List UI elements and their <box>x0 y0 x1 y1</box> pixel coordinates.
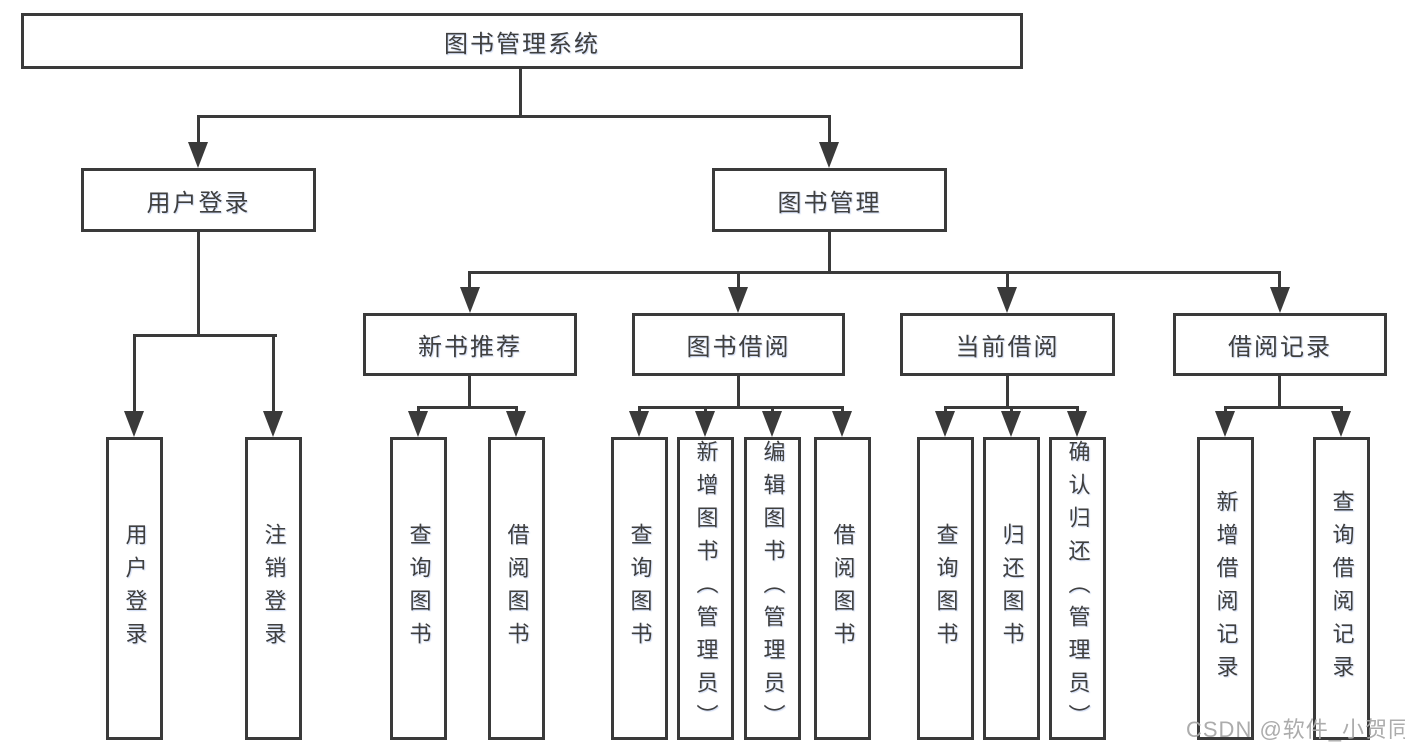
node-query-books-current: 查询图书 <box>917 437 974 740</box>
arrow-down-icon <box>935 411 955 437</box>
connector-line <box>1278 376 1281 409</box>
node-user-login-leaf: 用户登录 <box>106 437 163 740</box>
arrow-down-icon <box>819 142 839 168</box>
connector-line <box>468 271 1281 274</box>
connector-line <box>737 376 740 409</box>
node-return-books: 归还图书 <box>983 437 1040 740</box>
connector-line <box>519 68 522 118</box>
leaf-label: 新增图书（管理员） <box>693 440 719 737</box>
connector-line <box>737 271 740 293</box>
node-book-borrow: 图书借阅 <box>632 313 845 376</box>
connector-line <box>133 334 136 415</box>
arrow-down-icon <box>728 287 748 313</box>
leaf-label: 确认归还（管理员） <box>1065 440 1091 737</box>
leaf-label: 归还图书 <box>999 522 1025 655</box>
connector-line <box>1278 271 1281 293</box>
connector-line <box>828 232 831 274</box>
connector-line <box>1006 376 1009 409</box>
node-borrow-books-recommend: 借阅图书 <box>488 437 545 740</box>
leaf-label: 查询图书 <box>406 522 432 655</box>
node-user-login: 用户登录 <box>81 168 316 232</box>
connector-line <box>417 406 518 409</box>
connector-line <box>468 376 471 409</box>
arrow-down-icon <box>997 287 1017 313</box>
arrow-down-icon <box>263 411 283 437</box>
leaf-label: 编辑图书（管理员） <box>760 440 786 737</box>
node-query-borrow-record: 查询借阅记录 <box>1313 437 1370 740</box>
node-logout-leaf: 注销登录 <box>245 437 302 740</box>
leaf-label: 查询借阅记录 <box>1329 489 1355 688</box>
node-confirm-return-admin: 确认归还（管理员） <box>1049 437 1106 740</box>
connector-line <box>638 406 844 409</box>
leaf-label: 借阅图书 <box>830 522 856 655</box>
arrow-down-icon <box>695 411 715 437</box>
arrow-down-icon <box>629 411 649 437</box>
arrow-down-icon <box>506 411 526 437</box>
node-edit-books-admin: 编辑图书（管理员） <box>744 437 801 740</box>
leaf-label: 借阅图书 <box>504 522 530 655</box>
node-add-borrow-record: 新增借阅记录 <box>1197 437 1254 740</box>
connector-line <box>1224 406 1343 409</box>
node-borrow-records: 借阅记录 <box>1173 313 1387 376</box>
node-add-books-admin: 新增图书（管理员） <box>677 437 734 740</box>
node-query-books-recommend: 查询图书 <box>390 437 447 740</box>
arrow-down-icon <box>188 142 208 168</box>
arrow-down-icon <box>460 287 480 313</box>
arrow-down-icon <box>1067 411 1087 437</box>
connector-line <box>197 115 200 146</box>
arrow-down-icon <box>832 411 852 437</box>
connector-line <box>197 115 831 118</box>
node-borrow-books-leaf: 借阅图书 <box>814 437 871 740</box>
leaf-label: 新增借阅记录 <box>1213 489 1239 688</box>
node-root: 图书管理系统 <box>21 13 1023 69</box>
leaf-label: 用户登录 <box>122 522 148 655</box>
connector-line <box>133 334 277 337</box>
node-new-book-recommend: 新书推荐 <box>363 313 577 376</box>
arrow-down-icon <box>1001 411 1021 437</box>
csdn-watermark: CSDN @软件_小贺同学 <box>1186 717 1405 742</box>
arrow-down-icon <box>408 411 428 437</box>
leaf-label: 注销登录 <box>261 522 287 655</box>
arrow-down-icon <box>1270 287 1290 313</box>
connector-line <box>197 232 200 337</box>
connector-line <box>272 334 275 415</box>
node-current-borrow: 当前借阅 <box>900 313 1115 376</box>
arrow-down-icon <box>1215 411 1235 437</box>
arrow-down-icon <box>1331 411 1351 437</box>
node-query-books-borrow: 查询图书 <box>611 437 668 740</box>
arrow-down-icon <box>762 411 782 437</box>
connector-line <box>1006 271 1009 293</box>
leaf-label: 查询图书 <box>933 522 959 655</box>
leaf-label: 查询图书 <box>627 522 653 655</box>
connector-line <box>828 115 831 146</box>
node-book-management: 图书管理 <box>712 168 947 232</box>
arrow-down-icon <box>124 411 144 437</box>
connector-line <box>468 271 471 293</box>
